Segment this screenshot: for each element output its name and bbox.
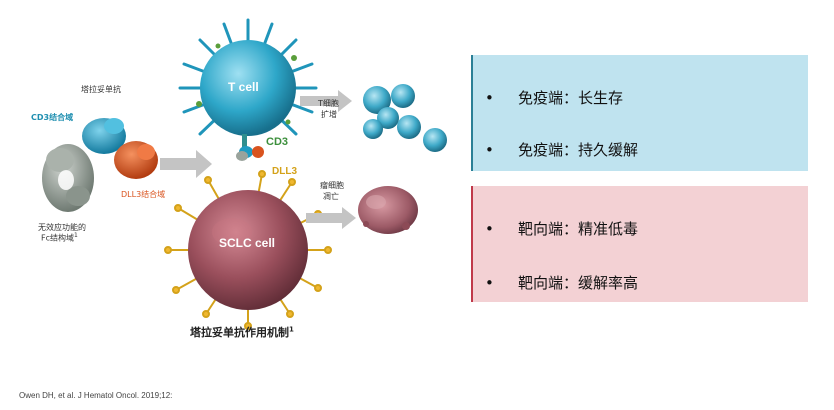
sclc-label: SCLC cell — [219, 236, 276, 250]
dll3-domain-label: DLL3结合域 — [121, 190, 166, 199]
citation: Owen DH, et al. J Hematol Oncol. 2019;12… — [19, 391, 173, 400]
fc-label-line2: Fc结构域1 — [41, 232, 78, 243]
bullet-dot: • — [485, 141, 494, 159]
target-item-text: 靶向端：精准低毒 — [518, 220, 639, 238]
sclc-cell — [188, 190, 308, 310]
cd3-receptor — [236, 134, 264, 161]
expansion-arrow — [300, 90, 352, 112]
dll3-label: DLL3 — [272, 166, 297, 177]
immune-item-text: 免疫端：持久缓解 — [518, 141, 639, 159]
tcell-expand-line2: 扩增 — [321, 110, 337, 119]
mechanism-diagram: 塔拉妥单抗 CD3结合域 DLL3结合域 无效应功能的 Fc结构域1 T cel… — [0, 0, 470, 360]
immune-item: • 免疫端：持久缓解 — [473, 137, 808, 163]
antibody-title: 塔拉妥单抗 — [81, 85, 121, 94]
mechanism-caption: 塔拉妥单抗作用机制1 — [190, 325, 294, 339]
apoptotic-tumor-cell — [358, 186, 418, 234]
tcell-dots — [196, 43, 297, 125]
tumor-death-line2: 凋亡 — [323, 192, 339, 201]
immune-item-text: 免疫端：长生存 — [518, 89, 624, 107]
target-item-text: 靶向端：缓解率高 — [518, 274, 639, 292]
bullet-dot: • — [485, 89, 494, 107]
target-item: • 靶向端：缓解率高 — [473, 270, 808, 296]
immune-item: • 免疫端：长生存 — [473, 85, 808, 111]
dll3-binding-domain — [114, 141, 158, 179]
target-panel: • 靶向端：精准低毒 • 靶向端：缓解率高 — [471, 186, 808, 302]
engage-arrow — [160, 150, 212, 178]
cd3-domain-label: CD3结合域 — [31, 113, 74, 122]
expanded-tcells — [363, 84, 447, 152]
tcell-expand-line1: T细胞 — [318, 99, 339, 108]
caption-footnote: 1 — [289, 325, 294, 334]
tumor-death-line1: 瘤细胞 — [320, 181, 344, 190]
immune-panel: • 免疫端：长生存 • 免疫端：持久缓解 — [471, 55, 808, 171]
fc-domain — [42, 144, 94, 212]
fc-label-line1: 无效应功能的 — [38, 223, 86, 232]
target-item: • 靶向端：精准低毒 — [473, 216, 808, 242]
cd3-label: CD3 — [266, 136, 289, 148]
apoptosis-arrow — [306, 207, 356, 229]
cd3-binding-domain — [82, 118, 126, 154]
mechanism-illustration — [42, 18, 447, 330]
fc-footnote: 1 — [74, 232, 78, 239]
bullet-dot: • — [485, 220, 494, 238]
tcell — [200, 40, 296, 136]
bullet-dot: • — [485, 274, 494, 292]
tcell-label: T cell — [228, 80, 259, 94]
